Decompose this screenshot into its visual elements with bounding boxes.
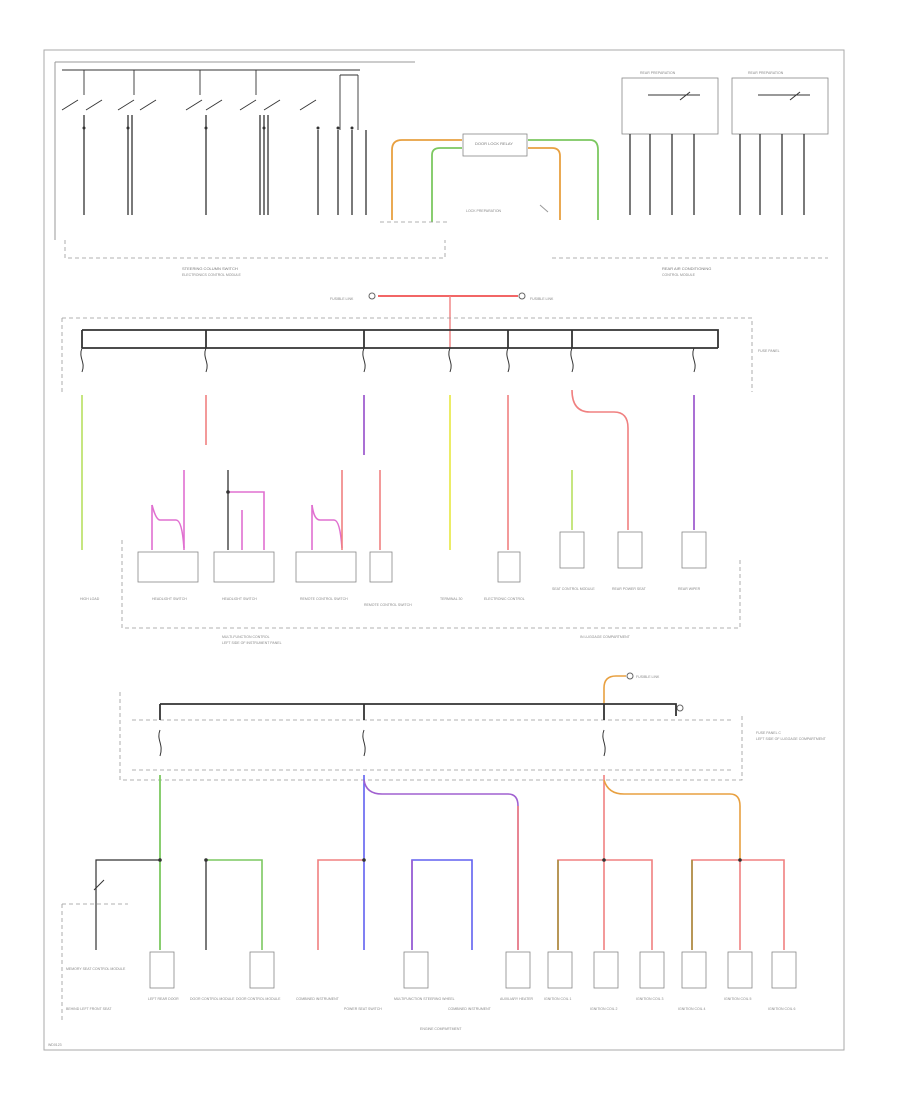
- mid-group-label-2: IN LUGGAGE COMPARTMENT: [580, 635, 631, 639]
- mid-comp-3: HEADLIGHT SWITCH: [222, 597, 257, 601]
- door-lock-relay: DOOR LOCK RELAY LOCK PREPARATION: [380, 133, 599, 223]
- svg-text:FUSIBLE LINK: FUSIBLE LINK: [636, 675, 660, 679]
- mid-comp-9: REAR POWER SEAT: [612, 587, 647, 591]
- steering-switch-module: STEERING COLUMN SWITCH ELECTRONICS CONTR…: [54, 61, 446, 277]
- mid-comp-8: SEAT CONTROL MODULE: [552, 587, 595, 591]
- footer-code: WD0123: [48, 1043, 62, 1047]
- bot-comp-11: IGNITION COIL 3: [636, 997, 664, 1001]
- mid-comp-7: ELECTRONIC CONTROL: [484, 597, 525, 601]
- mid-group-sub: LEFT SIDE OF INSTRUMENT PANEL: [222, 641, 282, 645]
- mid-comp-4: REMOTE CONTROL SWITCH: [300, 597, 348, 601]
- svg-text:FUSIBLE LINK: FUSIBLE LINK: [530, 297, 554, 301]
- bot-comp-9: IGNITION COIL 1: [544, 997, 572, 1001]
- relay-sub: LOCK PREPARATION: [466, 209, 502, 213]
- rear-prep-box-1: [621, 77, 719, 135]
- rear-ac-label: REAR AIR CONDITIONING: [662, 266, 711, 271]
- bot-comp-13: IGNITION COIL 5: [724, 997, 752, 1001]
- mid-comp-5: REMOTE CONTROL SWITCH: [364, 603, 412, 607]
- mid-comp-1: HIGH LOAD: [80, 597, 100, 601]
- rear-prep-box-2: [731, 77, 829, 135]
- bot-fuse-label: FUSE PANEL C: [756, 731, 781, 735]
- bot-fuse-sub: LEFT SIDE OF LUGGAGE COMPARTMENT: [756, 737, 827, 741]
- rear-preparation: REAR PREPARATION REAR PREPARATION REAR A…: [552, 71, 829, 277]
- rear-prep-label-2: REAR PREPARATION: [748, 71, 784, 75]
- memory-seat-label: MEMORY SEAT CONTROL MODULE: [66, 967, 126, 971]
- steering-module-label: STEERING COLUMN SWITCH: [182, 266, 238, 271]
- mid-comp-2: HEADLIGHT SWITCH: [152, 597, 187, 601]
- mid-comp-6: TERMINAL 30: [440, 597, 462, 601]
- diagram-border: [43, 49, 845, 1051]
- bot-comp-12: IGNITION COIL 4: [678, 1007, 706, 1011]
- bot-comp-2: DOOR CONTROL MODULE: [190, 997, 235, 1001]
- bot-comp-3: DOOR CONTROL MODULE: [236, 997, 281, 1001]
- relay-block: [462, 133, 528, 157]
- bot-comp-4: COMBINED INSTRUMENT: [296, 997, 340, 1001]
- bot-comp-7: COMBINED INSTRUMENT: [448, 1007, 492, 1011]
- svg-text:FUSIBLE LINK: FUSIBLE LINK: [330, 297, 354, 301]
- bot-comp-14: IGNITION COIL 6: [768, 1007, 796, 1011]
- bot-comp-10: IGNITION COIL 2: [590, 1007, 618, 1011]
- mid-section: FUSIBLE LINK FUSIBLE LINK FUSE PANEL: [61, 292, 780, 645]
- bottom-section: FUSIBLE LINK FUSE PANEL C LEFT SIDE OF L…: [61, 672, 827, 1031]
- top-section: STEERING COLUMN SWITCH ELECTRONICS CONTR…: [54, 61, 829, 277]
- bot-comp-8: AUXILIARY HEATER: [500, 997, 534, 1001]
- mid-comp-10: REAR WIPER: [678, 587, 701, 591]
- memory-seat-sub: BEHIND LEFT FRONT SEAT: [66, 1007, 112, 1011]
- mid-fuse-label: FUSE PANEL: [758, 349, 780, 353]
- mid-group-label: MULTI-FUNCTION CONTROL: [222, 635, 270, 639]
- rear-prep-label-1: REAR PREPARATION: [640, 71, 676, 75]
- bot-comp-1: LEFT REAR DOOR: [148, 997, 179, 1001]
- bot-comp-5: POWER SEAT SWITCH: [344, 1007, 382, 1011]
- steering-module-sub: ELECTRONICS CONTROL MODULE: [182, 273, 241, 277]
- relay-label: DOOR LOCK RELAY: [475, 141, 513, 146]
- bot-comp-6: MULTIFUNCTION STEERING WHEEL: [394, 997, 455, 1001]
- bot-group-label: ENGINE COMPARTMENT: [420, 1027, 462, 1031]
- rear-ac-sub: CONTROL MODULE: [662, 273, 696, 277]
